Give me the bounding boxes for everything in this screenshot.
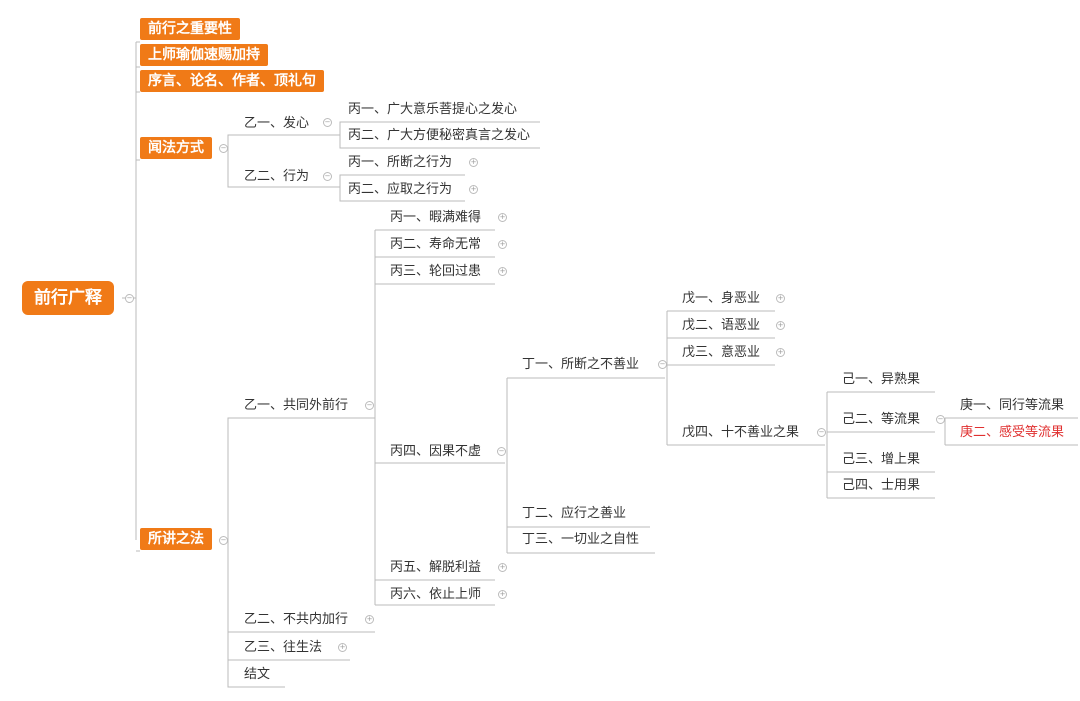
collapse-toggle-icon[interactable]: − [125, 294, 134, 303]
node-wenfa[interactable]: 闻法方式 [140, 137, 212, 159]
node-ji2-dengliu[interactable]: 己二、等流果 [842, 412, 921, 427]
node-bing4-yinguo[interactable]: 丙四、因果不虚 [390, 444, 482, 459]
expand-toggle-icon[interactable]: + [498, 563, 507, 572]
expand-toggle-icon[interactable]: + [498, 213, 507, 222]
node-guru-yoga[interactable]: 上师瑜伽速赐加持 [140, 44, 268, 66]
node-yi3-wangsheng[interactable]: 乙三、往生法 [244, 640, 323, 655]
collapse-toggle-icon[interactable]: − [936, 415, 945, 424]
node-bing5-jietuo[interactable]: 丙五、解脱利益 [390, 560, 482, 575]
node-bing3-lunhui[interactable]: 丙三、轮回过患 [390, 264, 482, 279]
collapse-toggle-icon[interactable]: − [323, 118, 332, 127]
node-bing6-yizhi[interactable]: 丙六、依止上师 [390, 587, 482, 602]
node-ji3-zengshang[interactable]: 己三、增上果 [842, 452, 921, 467]
collapse-toggle-icon[interactable]: − [658, 360, 667, 369]
collapse-toggle-icon[interactable]: − [219, 144, 228, 153]
node-bing1-puti[interactable]: 丙一、广大意乐菩提心之发心 [348, 102, 518, 117]
node-yi2-bugong[interactable]: 乙二、不共内加行 [244, 612, 349, 627]
expand-toggle-icon[interactable]: + [498, 240, 507, 249]
node-bing1-xiaman[interactable]: 丙一、暇满难得 [390, 210, 482, 225]
collapse-toggle-icon[interactable]: − [219, 536, 228, 545]
collapse-toggle-icon[interactable]: − [817, 428, 826, 437]
node-geng2-ganshou[interactable]: 庚二、感受等流果 [960, 425, 1065, 440]
node-ding2-shanye[interactable]: 丁二、应行之善业 [522, 506, 627, 521]
node-bing2-yingqu[interactable]: 丙二、应取之行为 [348, 182, 453, 197]
node-bing2-mizhou[interactable]: 丙二、广大方便秘密真言之发心 [348, 128, 531, 143]
collapse-toggle-icon[interactable]: − [323, 172, 332, 181]
expand-toggle-icon[interactable]: + [498, 590, 507, 599]
node-yi1-gongtong[interactable]: 乙一、共同外前行 [244, 398, 349, 413]
expand-toggle-icon[interactable]: + [776, 321, 785, 330]
node-qianxing-importance[interactable]: 前行之重要性 [140, 18, 240, 40]
node-wu1-shen[interactable]: 戊一、身恶业 [682, 291, 761, 306]
node-wu3-yi[interactable]: 戊三、意恶业 [682, 345, 761, 360]
node-yi2-xingwei[interactable]: 乙二、行为 [244, 169, 310, 184]
node-ding1-buShan[interactable]: 丁一、所断之不善业 [522, 357, 640, 372]
expand-toggle-icon[interactable]: + [365, 615, 374, 624]
node-bing1-suoduan[interactable]: 丙一、所断之行为 [348, 155, 453, 170]
expand-toggle-icon[interactable]: + [776, 294, 785, 303]
node-geng1-tongxing[interactable]: 庚一、同行等流果 [960, 398, 1065, 413]
expand-toggle-icon[interactable]: + [469, 185, 478, 194]
root-node[interactable]: 前行广释 [22, 281, 114, 315]
node-ji4-shiyong[interactable]: 己四、士用果 [842, 478, 921, 493]
node-suojiang[interactable]: 所讲之法 [140, 528, 212, 550]
expand-toggle-icon[interactable]: + [498, 267, 507, 276]
node-ji1-yishu[interactable]: 己一、异熟果 [842, 372, 921, 387]
collapse-toggle-icon[interactable]: − [365, 401, 374, 410]
node-wu2-yu[interactable]: 戊二、语恶业 [682, 318, 761, 333]
node-jiewen[interactable]: 结文 [244, 667, 271, 682]
node-bing2-shouming[interactable]: 丙二、寿命无常 [390, 237, 482, 252]
node-ding3-zixing[interactable]: 丁三、一切业之自性 [522, 532, 640, 547]
collapse-toggle-icon[interactable]: − [497, 447, 506, 456]
expand-toggle-icon[interactable]: + [469, 158, 478, 167]
node-wu4-guo[interactable]: 戊四、十不善业之果 [682, 425, 800, 440]
node-preface[interactable]: 序言、论名、作者、顶礼句 [140, 70, 324, 92]
expand-toggle-icon[interactable]: + [338, 643, 347, 652]
node-yi1-faxin[interactable]: 乙一、发心 [244, 116, 310, 131]
expand-toggle-icon[interactable]: + [776, 348, 785, 357]
